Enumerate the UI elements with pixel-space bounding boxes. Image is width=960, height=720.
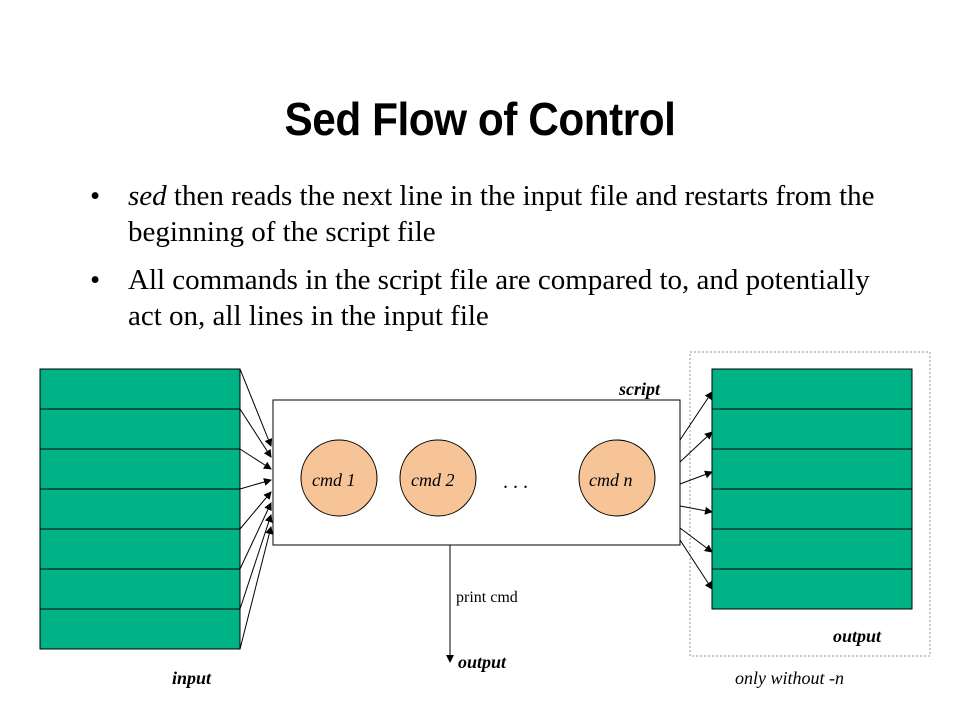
command-label-2: cmd 2 <box>411 470 455 490</box>
no-n-output-region <box>689 351 931 657</box>
slide-title: Sed Flow of Control <box>284 93 676 145</box>
input-arrow <box>239 408 272 458</box>
bullet-emphasis: sed <box>128 180 167 212</box>
input-arrow <box>239 368 273 447</box>
input-line <box>39 488 241 530</box>
input-line <box>39 448 241 490</box>
input-line <box>39 608 241 650</box>
output-line <box>711 488 913 530</box>
input-arrow <box>239 478 272 490</box>
bullet-text: then reads the next line in the input fi… <box>128 180 875 248</box>
output-line <box>711 528 913 570</box>
input-line <box>39 568 241 610</box>
command-circle <box>399 439 477 517</box>
output-arrow <box>679 431 713 463</box>
print-cmd-label: print cmd <box>456 589 518 606</box>
input-line <box>39 368 241 410</box>
input-arrow <box>239 514 273 610</box>
command-label-n: cmd n <box>589 470 633 490</box>
command-circles <box>300 439 656 517</box>
bullet-icon: • <box>90 180 101 212</box>
command-circle <box>300 439 378 517</box>
input-arrow <box>239 448 272 470</box>
command-circle <box>578 439 656 517</box>
print-output-label: output <box>458 652 507 672</box>
bullet-icon: • <box>90 264 101 296</box>
output-line <box>711 408 913 450</box>
input-arrow <box>239 526 274 650</box>
script-label: script <box>619 379 661 399</box>
output-arrow <box>679 505 713 515</box>
output-line <box>711 568 913 610</box>
input-line <box>39 528 241 570</box>
bullet-text: All commands in the script file are comp… <box>128 264 870 332</box>
output-line <box>711 448 913 490</box>
only-without-n-note: only without -n <box>735 668 844 688</box>
output-arrow <box>679 527 713 553</box>
input-line <box>39 408 241 450</box>
input-label: input <box>172 668 212 688</box>
input-file-lines <box>39 368 241 650</box>
bullet-list: • sed then reads the next line in the inp… <box>90 178 890 346</box>
bullet-item: • sed then reads the next line in the inp… <box>90 178 890 250</box>
input-arrow <box>239 502 272 570</box>
input-arrow <box>239 491 272 530</box>
output-line <box>711 368 913 410</box>
output-arrow <box>679 539 713 590</box>
output-arrow <box>679 391 713 441</box>
output-arrows <box>679 391 713 590</box>
output-file-lines <box>711 368 913 610</box>
command-label-1: cmd 1 <box>312 470 356 490</box>
input-arrows <box>239 368 274 650</box>
bullet-item: • All commands in the script file are com… <box>90 262 890 334</box>
right-output-label: output <box>833 626 882 646</box>
ellipsis: . . . <box>503 471 528 493</box>
output-arrow <box>679 470 713 485</box>
